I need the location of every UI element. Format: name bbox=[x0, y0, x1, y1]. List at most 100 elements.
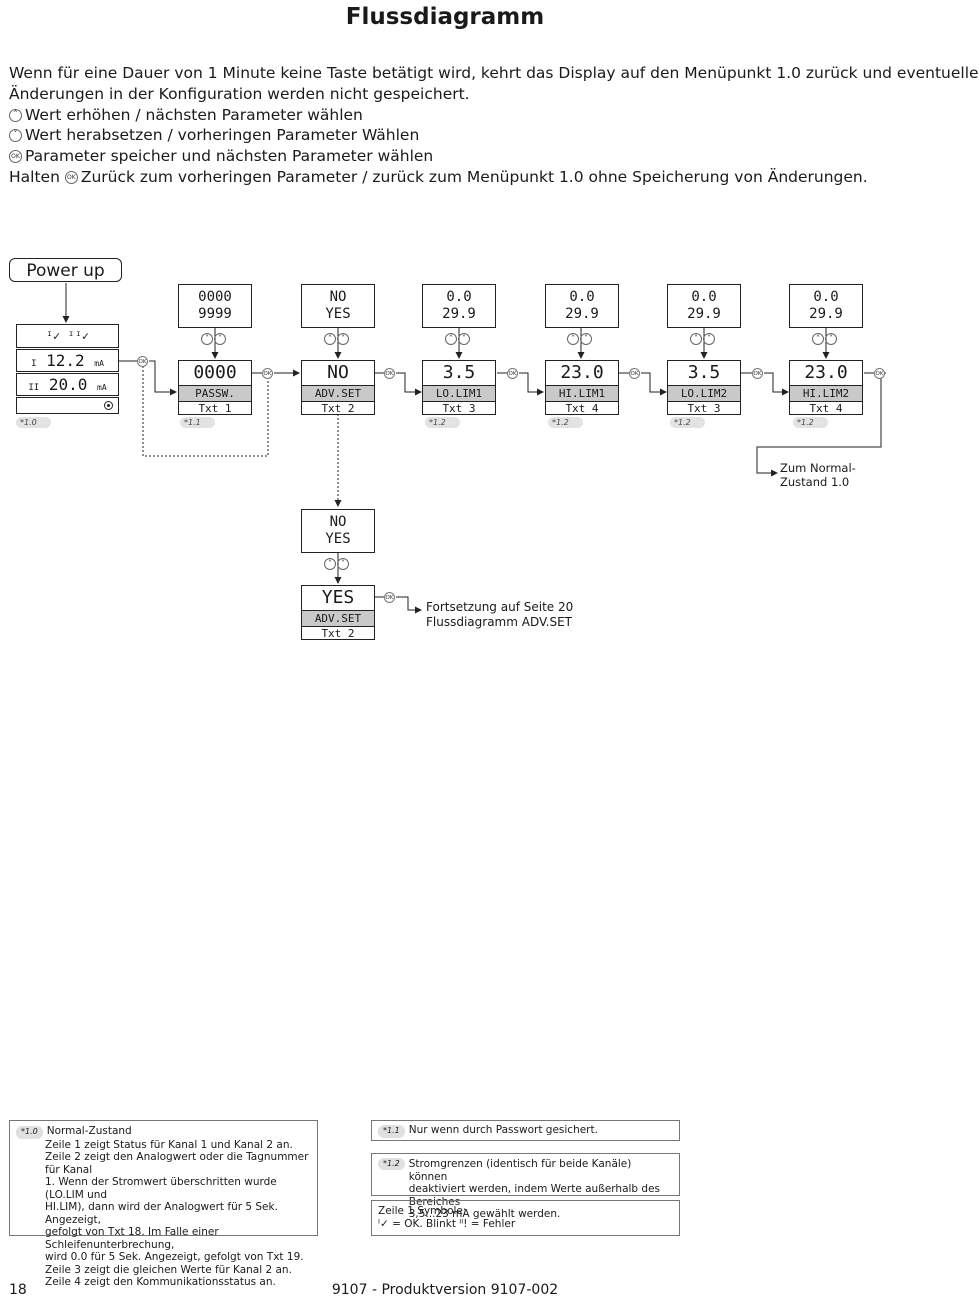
param-selector: 23.0 HI.LIM1 Txt 4 bbox=[545, 360, 619, 415]
ok-key-icon bbox=[64, 170, 78, 184]
page-title: Flussdiagramm bbox=[345, 4, 545, 30]
param-value: 3.5 bbox=[423, 361, 495, 386]
note-line: HI.LIM), dann wird der Analogwert für 5 … bbox=[45, 1201, 278, 1226]
channel-unit: mA bbox=[94, 359, 104, 368]
return-normal-line: Zustand 1.0 bbox=[780, 475, 850, 489]
note-symbols: Zeile 1 Symbole: ᴵ✓ = OK. Blinkt ᴵᴵ! = F… bbox=[371, 1200, 680, 1236]
down-key-icon: ˅ bbox=[337, 333, 349, 345]
intro-line: Wert erhöhen / nächsten Parameter wählen bbox=[25, 105, 363, 124]
note-line: Zeile 2 zeigt den Analogwert oder die Ta… bbox=[45, 1151, 309, 1176]
param-value: 3.5 bbox=[668, 361, 740, 386]
param-value: YES bbox=[302, 586, 374, 611]
ok-key-icon: OK bbox=[384, 368, 395, 379]
param-value: 23.0 bbox=[546, 361, 618, 386]
note-line: Zeile 3 zeigt die gleichen Werte für Kan… bbox=[45, 1263, 292, 1276]
up-down-keys: ˄˅ bbox=[201, 333, 227, 345]
ok-key-icon: OK bbox=[137, 356, 148, 367]
channel-2-row: II 20.0 mA bbox=[16, 373, 119, 396]
note-line: = OK. Blinkt bbox=[392, 1217, 456, 1230]
channel-value: 12.2 bbox=[46, 351, 85, 370]
param-selector: 3.5 LO.LIM2 Txt 3 bbox=[667, 360, 741, 415]
range-box: 0.0 29.9 bbox=[789, 284, 863, 328]
param-text: Txt 4 bbox=[565, 402, 599, 415]
param-name: HI.LIM1 bbox=[546, 386, 618, 402]
note-line: deaktiviert werden, indem Werte außerhal… bbox=[408, 1183, 661, 1208]
down-key-icon: ˅ bbox=[703, 333, 715, 345]
comm-row bbox=[16, 397, 119, 414]
intro-line: Änderungen in der Konfiguration werden n… bbox=[9, 84, 470, 103]
up-key-icon: ˄ bbox=[690, 333, 702, 345]
param-text: Txt 2 bbox=[321, 402, 355, 415]
up-key-icon: ˄ bbox=[324, 558, 336, 570]
ref-label: *1.0 bbox=[16, 417, 51, 428]
up-down-keys: ˄˅ bbox=[812, 333, 838, 345]
ref-label: *1.2 bbox=[670, 417, 705, 428]
footer-product: 9107 - Produktversion 9107-002 bbox=[331, 1282, 559, 1298]
param-name: ADV.SET bbox=[302, 611, 374, 627]
power-up-label: Power up bbox=[9, 258, 122, 282]
note-tag: *1.2 bbox=[378, 1158, 405, 1170]
param-value: 0000 bbox=[179, 361, 251, 386]
intro-text: Wenn für eine Dauer von 1 Minute keine T… bbox=[9, 63, 979, 188]
down-key-icon bbox=[9, 129, 22, 143]
normal-display: ᴵ✓ ᴵᴵ✓ I 12.2 mA II 20.0 mA bbox=[16, 324, 119, 415]
param-selector: 3.5 LO.LIM1 Txt 3 bbox=[422, 360, 496, 415]
range-box: NO YES bbox=[301, 284, 375, 328]
range-min: 0.0 bbox=[446, 289, 472, 305]
ref-label: *1.2 bbox=[548, 417, 583, 428]
ok-key-icon: OK bbox=[752, 368, 763, 379]
ref-label: *1.2 bbox=[793, 417, 828, 428]
range-min: NO bbox=[329, 514, 347, 530]
up-down-keys: ˄˅ bbox=[324, 558, 350, 570]
param-selector: NO ADV.SET Txt 2 bbox=[301, 360, 375, 415]
param-selector: 23.0 HI.LIM2 Txt 4 bbox=[789, 360, 863, 415]
ok-key-icon: OK bbox=[507, 368, 518, 379]
note-line: wird 0.0 für 5 Sek. Angezeigt, gefolgt v… bbox=[45, 1251, 304, 1263]
ok-symbol: ᴵ✓ bbox=[378, 1217, 389, 1230]
range-max: 29.9 bbox=[442, 306, 476, 322]
down-key-icon: ˅ bbox=[214, 333, 226, 345]
down-key-icon: ˅ bbox=[458, 333, 470, 345]
param-name: PASSW. bbox=[179, 386, 251, 402]
channel-label: I bbox=[31, 359, 37, 369]
note-current-limits: *1.2 Stromgrenzen (identisch für beide K… bbox=[371, 1153, 680, 1220]
range-max: 29.9 bbox=[809, 306, 843, 322]
param-text: Txt 2 bbox=[321, 627, 355, 640]
ref-label: *1.1 bbox=[180, 417, 215, 428]
range-min: 0.0 bbox=[813, 289, 839, 305]
note-body: Zeile 1 zeigt Status für Kanal 1 und Kan… bbox=[16, 1139, 311, 1289]
up-key-icon: ˄ bbox=[812, 333, 824, 345]
up-down-keys: ˄˅ bbox=[445, 333, 471, 345]
down-key-icon: ˅ bbox=[337, 558, 349, 570]
note-line: Stromgrenzen (identisch für beide Kanäle… bbox=[408, 1158, 632, 1183]
note-tag: *1.1 bbox=[378, 1125, 405, 1138]
ok-key-icon: OK bbox=[262, 368, 273, 379]
up-key-icon: ˄ bbox=[324, 333, 336, 345]
note-line: Nur wenn durch Passwort gesichert. bbox=[408, 1124, 598, 1136]
range-max: 9999 bbox=[198, 306, 232, 322]
range-min: 0000 bbox=[198, 289, 232, 305]
param-selector: 0000 PASSW. Txt 1 bbox=[178, 360, 252, 415]
up-down-keys: ˄˅ bbox=[567, 333, 593, 345]
range-max: YES bbox=[325, 306, 351, 322]
note-tag: *1.0 bbox=[16, 1126, 43, 1139]
continuation-line: Fortsetzung auf Seite 20 bbox=[426, 600, 574, 614]
status-row: ᴵ✓ ᴵᴵ✓ bbox=[16, 324, 119, 348]
channel-label: II bbox=[28, 383, 40, 393]
down-key-icon: ˅ bbox=[580, 333, 592, 345]
range-max: 29.9 bbox=[565, 306, 599, 322]
param-value: 23.0 bbox=[790, 361, 862, 386]
up-key-icon: ˄ bbox=[567, 333, 579, 345]
ok-key-icon: OK bbox=[629, 368, 640, 379]
communication-dot-icon bbox=[104, 401, 113, 410]
note-heading: Normal-Zustand bbox=[46, 1125, 132, 1137]
ok-key-icon: OK bbox=[874, 368, 885, 379]
note-line: Zeile 1 zeigt Status für Kanal 1 und Kan… bbox=[45, 1138, 293, 1151]
range-min: 0.0 bbox=[569, 289, 595, 305]
range-box: 0000 9999 bbox=[178, 284, 252, 328]
up-key-icon: ˄ bbox=[201, 333, 213, 345]
channel-1-row: I 12.2 mA bbox=[16, 349, 119, 372]
continuation-label: Fortsetzung auf Seite 20 Flussdiagramm A… bbox=[426, 600, 573, 630]
